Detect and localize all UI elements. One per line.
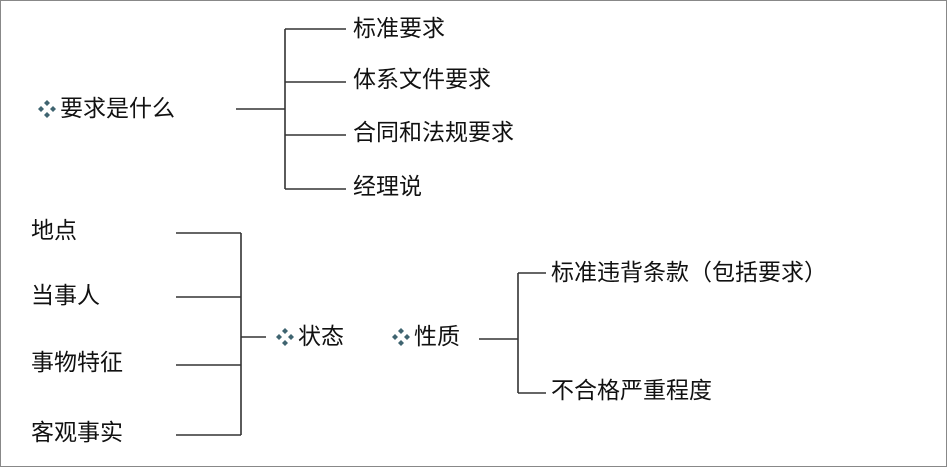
requirement-child: 体系文件要求 [353, 67, 491, 93]
node-nature-label: 性质 [414, 324, 460, 350]
diamond-bullet-icon [392, 328, 410, 346]
connector-requirement [236, 28, 346, 190]
requirement-child: 合同和法规要求 [353, 120, 514, 146]
connector-nature [479, 272, 546, 394]
connector-facts [176, 232, 266, 436]
requirement-child: 标准要求 [353, 16, 445, 42]
node-state: 状态 [275, 323, 344, 351]
nature-child: 不合格严重程度 [551, 378, 712, 404]
node-requirement-label: 要求是什么 [60, 96, 175, 122]
node-nature: 性质 [391, 323, 460, 351]
diamond-bullet-icon [276, 328, 294, 346]
node-state-label: 状态 [298, 324, 344, 350]
diamond-bullet-icon [38, 100, 56, 118]
fact-item: 地点 [31, 218, 77, 244]
nature-child: 标准违背条款（包括要求） [551, 260, 827, 286]
fact-item: 事物特征 [31, 350, 123, 376]
fact-item: 客观事实 [31, 420, 123, 446]
node-requirement: 要求是什么 [37, 95, 175, 123]
fact-item: 当事人 [31, 283, 100, 309]
requirement-child: 经理说 [353, 174, 422, 200]
